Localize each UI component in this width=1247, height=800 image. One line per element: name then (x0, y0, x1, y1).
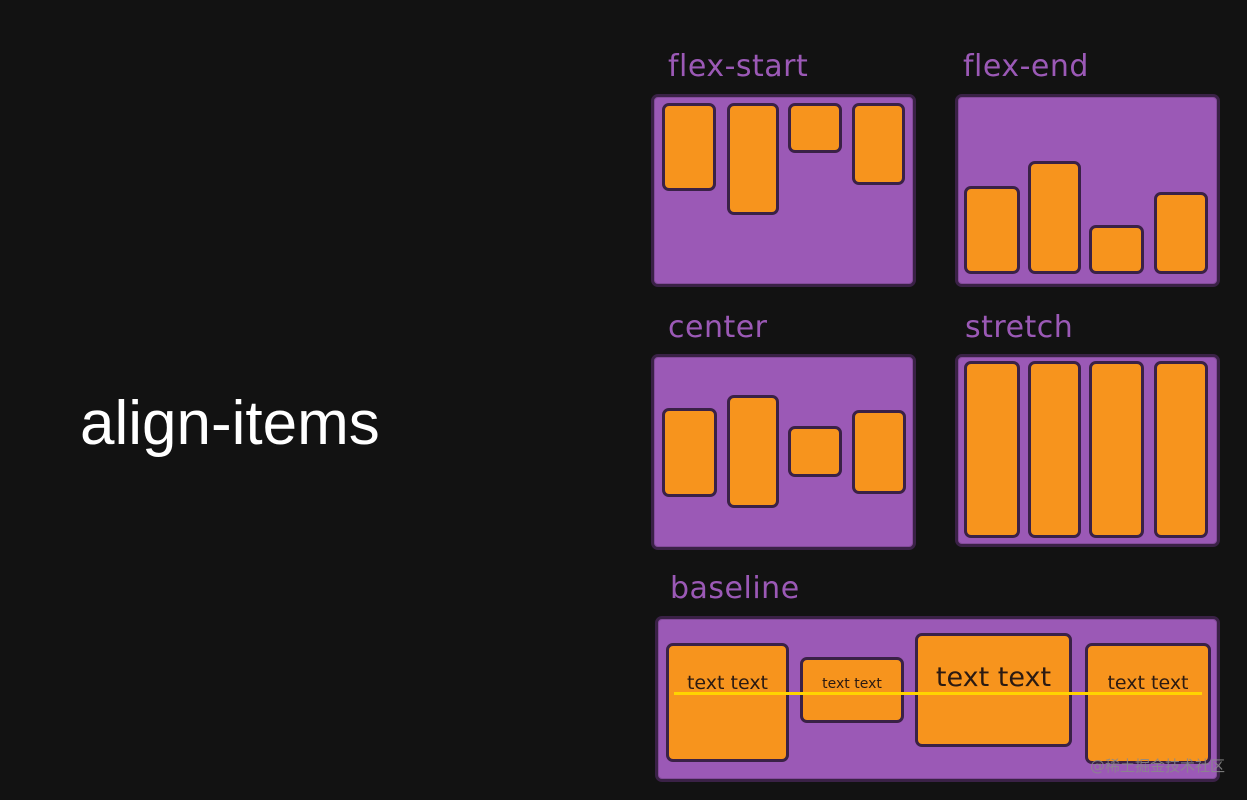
flex-end-item-1 (964, 186, 1020, 274)
center-item-1 (662, 408, 717, 497)
baseline-item-4-text: text text (1107, 672, 1189, 694)
center-item-3 (788, 426, 842, 477)
watermark: @稀土掘金技术社区 (1089, 757, 1225, 775)
flex-start-container (651, 94, 916, 287)
baseline-item-3-text: text text (935, 662, 1052, 693)
baseline-item-2-text: text text (822, 676, 882, 692)
baseline-item-2: text text (800, 657, 904, 723)
stretch-item-2 (1028, 361, 1081, 538)
flex-start-item-2 (727, 103, 779, 215)
flex-end-item-3 (1089, 225, 1144, 274)
flex-end-container (955, 94, 1220, 287)
baseline-container: text text text text text text text text (655, 616, 1220, 782)
flex-start-item-3 (788, 103, 842, 153)
flex-start-label: flex-start (668, 49, 809, 84)
flex-end-item-2 (1028, 161, 1081, 274)
stretch-label: stretch (965, 310, 1074, 345)
flex-end-label: flex-end (963, 49, 1089, 84)
center-item-2 (727, 395, 779, 508)
baseline-guide-line (674, 692, 1202, 695)
stretch-item-1 (964, 361, 1020, 538)
flex-start-item-1 (662, 103, 716, 191)
stretch-item-3 (1089, 361, 1144, 538)
baseline-item-1-text: text text (686, 672, 769, 694)
center-item-4 (852, 410, 906, 494)
baseline-item-4: text text (1085, 643, 1211, 764)
baseline-item-3: text text (915, 633, 1072, 747)
center-container (651, 354, 916, 550)
stretch-item-4 (1154, 361, 1208, 538)
baseline-item-1: text text (666, 643, 789, 762)
flex-start-item-4 (852, 103, 905, 185)
baseline-label: baseline (670, 571, 800, 606)
center-label: center (668, 310, 768, 345)
page-title: align-items (80, 389, 380, 458)
flex-end-item-4 (1154, 192, 1208, 274)
stretch-container (955, 354, 1220, 547)
